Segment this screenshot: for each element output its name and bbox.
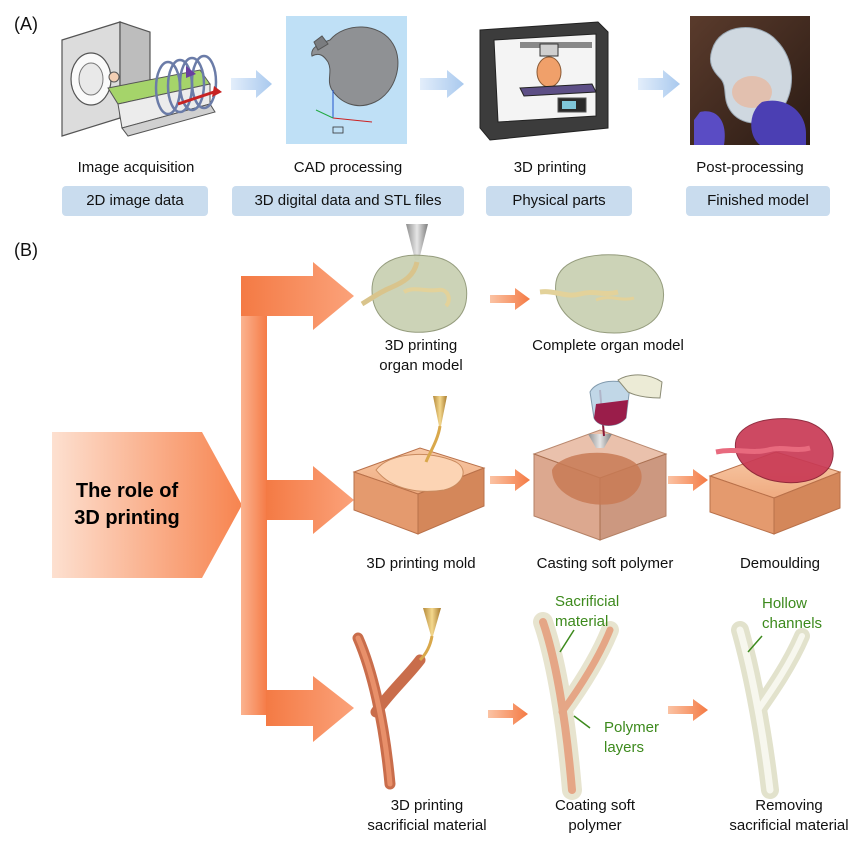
- complete-organ-illustration: [539, 254, 664, 334]
- caption-line: polymer: [568, 817, 622, 834]
- step-caption-complete-organ: Complete organ model: [508, 336, 708, 356]
- hollow-channels-illustration: [731, 621, 810, 799]
- step-arrow-r2a: [490, 469, 530, 491]
- caption-line: 3D printing mold: [366, 555, 476, 572]
- branch-arrow-top: [241, 262, 354, 330]
- step-caption-demoulding: Demoulding: [720, 554, 840, 574]
- callout-line: Sacrificial: [555, 593, 620, 610]
- callout-hollow-channels: Hollow channels: [762, 594, 822, 634]
- step-arrow-r3a: [488, 703, 528, 725]
- step-caption-removing: Removing sacrificial material: [714, 796, 864, 836]
- callout-line: channels: [762, 615, 823, 632]
- flow-arrow-2: [420, 70, 464, 98]
- caption-line: organ model: [379, 357, 463, 374]
- branch-arrow-middle: [266, 466, 354, 534]
- step-arrows: [488, 288, 708, 725]
- caption-line: Demoulding: [739, 555, 821, 572]
- role-title-line1: The role of: [75, 480, 179, 502]
- 3d-printer-illustration: [479, 21, 609, 141]
- step-arrow-r3b: [668, 699, 708, 721]
- workflow-step-caption: Post-processing: [696, 159, 804, 176]
- callout-line: Polymer: [604, 719, 660, 736]
- branch-arrow-bottom: [266, 676, 354, 742]
- callout-polymer-layers: Polymer layers: [604, 718, 659, 758]
- callout-line: layers: [604, 739, 645, 756]
- demoulded-model-illustration: [708, 418, 842, 535]
- caption-line: 3D printing: [384, 337, 458, 354]
- caption-line: Removing: [755, 797, 823, 814]
- role-title: The role of 3D printing: [52, 478, 202, 532]
- callout-line: material: [555, 613, 609, 630]
- sacrificial-printing-illustration: [352, 608, 441, 790]
- caption-line: 3D printing: [390, 797, 464, 814]
- callout-line: Hollow: [762, 595, 808, 612]
- flow-arrow-3: [638, 70, 680, 98]
- role-title-line2: 3D printing: [74, 507, 180, 529]
- caption-line: Complete organ model: [532, 337, 684, 354]
- workflow-data-badge: Finished model: [686, 186, 830, 216]
- step-arrow-r2b: [668, 469, 708, 491]
- step-caption-casting: Casting soft polymer: [510, 554, 700, 574]
- step-caption-mold: 3D printing mold: [346, 554, 496, 574]
- step-caption-organ-printing: 3D printing organ model: [346, 336, 496, 376]
- callout-sacrificial-material: Sacrificial material: [555, 592, 619, 632]
- finished-model-photo: [690, 16, 810, 145]
- workflow-data-badge: 3D digital data and STL files: [232, 186, 464, 216]
- caption-line: Coating soft: [554, 797, 636, 814]
- step-caption-coating: Coating soft polymer: [530, 796, 660, 836]
- mold-printing-illustration: [352, 396, 486, 535]
- workflow-step-caption: CAD processing: [293, 159, 403, 176]
- flow-arrow-1: [231, 70, 272, 98]
- caption-line: sacrificial material: [729, 817, 849, 834]
- step-arrow-r1: [490, 288, 530, 310]
- workflow-data-badge: 2D image data: [62, 186, 208, 216]
- workflow-step-caption: 3D printing: [513, 159, 587, 176]
- casting-illustration: [532, 374, 668, 541]
- workflow-arrows: [231, 70, 680, 98]
- mri-scanner-illustration: [61, 21, 222, 137]
- panel-b-label: (B): [14, 240, 38, 260]
- panel-a-label: (A): [14, 14, 38, 34]
- step-caption-sacrificial-printing: 3D printing sacrificial material: [352, 796, 502, 836]
- role-arrow: [52, 432, 242, 578]
- caption-line: sacrificial material: [367, 817, 487, 834]
- workflow-data-badge: Physical parts: [486, 186, 632, 216]
- coating-illustration: [533, 612, 619, 800]
- organ-printing-illustration: [360, 224, 468, 333]
- branch-arrows: [241, 262, 354, 742]
- caption-line: Casting soft polymer: [536, 555, 674, 572]
- cad-kidney-illustration: [286, 16, 407, 144]
- workflow-step-caption: Image acquisition: [77, 159, 195, 176]
